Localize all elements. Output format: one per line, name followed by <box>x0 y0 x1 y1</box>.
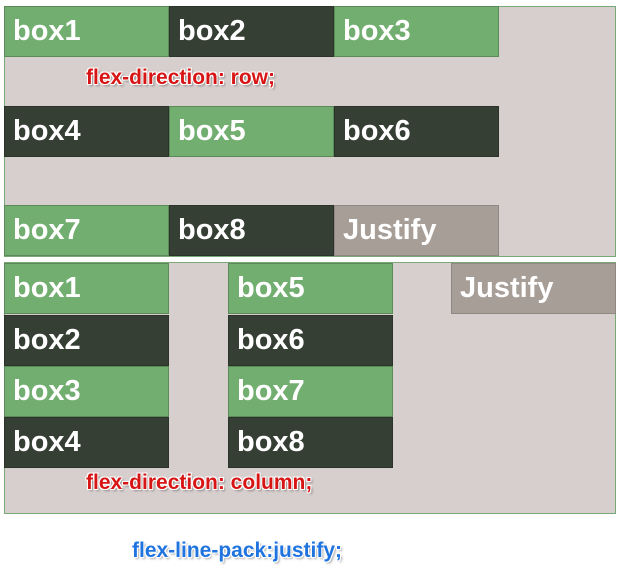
row-box-6: box6 <box>334 106 499 157</box>
flex-line-pack-caption: flex-line-pack:justify; <box>132 539 343 562</box>
row-box-5: box5 <box>169 106 334 157</box>
row-box-3: box3 <box>334 6 499 57</box>
row-box-7: box7 <box>4 205 169 256</box>
column-box-5: box5 <box>228 263 393 314</box>
column-box-6: box6 <box>228 315 393 366</box>
column-box-4: box4 <box>4 417 169 468</box>
column-box-1: box1 <box>4 263 169 314</box>
row-box-4: box4 <box>4 106 169 157</box>
row-box-8: box8 <box>169 205 334 256</box>
column-box-7: box7 <box>228 366 393 417</box>
row-box-1: box1 <box>4 6 169 57</box>
column-box-8: box8 <box>228 417 393 468</box>
column-box-3: box3 <box>4 366 169 417</box>
row-box-2: box2 <box>169 6 334 57</box>
row-direction-caption: flex-direction: row; <box>86 66 276 89</box>
row-justify-box: Justify <box>334 205 499 256</box>
column-box-2: box2 <box>4 315 169 366</box>
column-direction-caption: flex-direction: column; <box>86 471 313 494</box>
column-justify-box: Justify <box>451 263 616 314</box>
